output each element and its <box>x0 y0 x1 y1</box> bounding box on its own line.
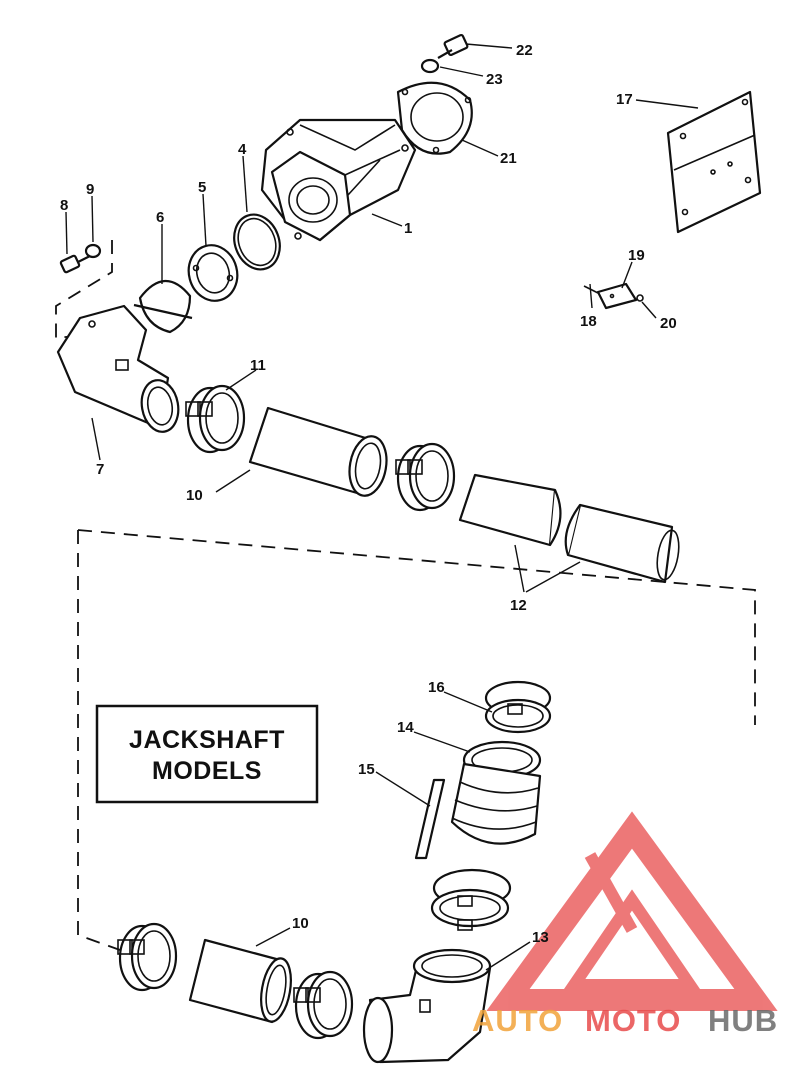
part-22-bolt <box>437 33 469 59</box>
part-7-elbow <box>56 304 180 433</box>
callout-14: 14 <box>397 719 414 736</box>
callout-7: 7 <box>96 461 104 478</box>
callout-10-lower: 10 <box>292 915 309 932</box>
callout-16: 16 <box>428 679 445 696</box>
box-line-2: MODELS <box>152 757 262 785</box>
watermark-hub: HUB <box>708 1003 778 1038</box>
callout-15: 15 <box>358 761 375 778</box>
part-16-clamp-pair <box>484 680 552 734</box>
watermark-moto: MOTO <box>585 1003 681 1038</box>
watermark-auto: AUTO <box>472 1003 563 1038</box>
part-12-hose-a <box>458 473 562 547</box>
callout-13: 13 <box>532 929 549 946</box>
part-11-clamp-pair <box>185 384 246 454</box>
callout-6: 6 <box>156 209 164 226</box>
part-6-flapper <box>133 279 193 334</box>
part-9-washer <box>84 243 102 259</box>
part-21-gasket <box>396 81 473 155</box>
clamp-pair-middle <box>395 442 456 512</box>
part-15-strap <box>414 778 446 860</box>
part-5-ring <box>187 244 239 302</box>
callout-17: 17 <box>616 91 633 108</box>
part-23-washer <box>420 58 440 74</box>
part-10-hose-lower <box>188 938 292 1024</box>
clamp-pair-lower-middle <box>293 970 354 1040</box>
callout-18: 18 <box>580 313 597 330</box>
part-8-bolt <box>59 254 91 274</box>
part-19-bracket <box>583 282 644 310</box>
part-13-lower-elbow <box>362 948 492 1064</box>
clamp-pair-lower-left <box>117 922 178 992</box>
jackshaft-dashed-outline <box>77 529 756 951</box>
part-17-plate <box>666 90 762 234</box>
part-14-bellows <box>450 740 542 845</box>
watermark-logo-icon <box>486 811 778 1011</box>
callout-23: 23 <box>486 71 503 88</box>
callout-5: 5 <box>198 179 206 196</box>
leader-lines <box>65 43 699 971</box>
part-10-hose-upper <box>248 406 388 497</box>
part-1-exhaust-housing <box>260 118 417 242</box>
callout-8: 8 <box>60 197 68 214</box>
callout-19: 19 <box>628 247 645 264</box>
clamp-pair-lower-right <box>430 868 512 931</box>
box-line-1: JACKSHAFT <box>129 726 285 754</box>
fastener-dashed-bracket <box>55 240 113 339</box>
jackshaft-models-box <box>95 704 319 804</box>
callout-20: 20 <box>660 315 677 332</box>
callout-1: 1 <box>404 220 412 237</box>
callout-4: 4 <box>238 141 247 158</box>
callout-21: 21 <box>500 150 517 167</box>
part-12-hose-b <box>564 503 680 584</box>
callout-10-upper: 10 <box>186 487 203 504</box>
callout-11: 11 <box>250 357 266 374</box>
callout-12: 12 <box>510 597 527 614</box>
callout-22: 22 <box>516 42 533 59</box>
callout-9: 9 <box>86 181 94 198</box>
part-4-o-ring <box>233 213 281 271</box>
